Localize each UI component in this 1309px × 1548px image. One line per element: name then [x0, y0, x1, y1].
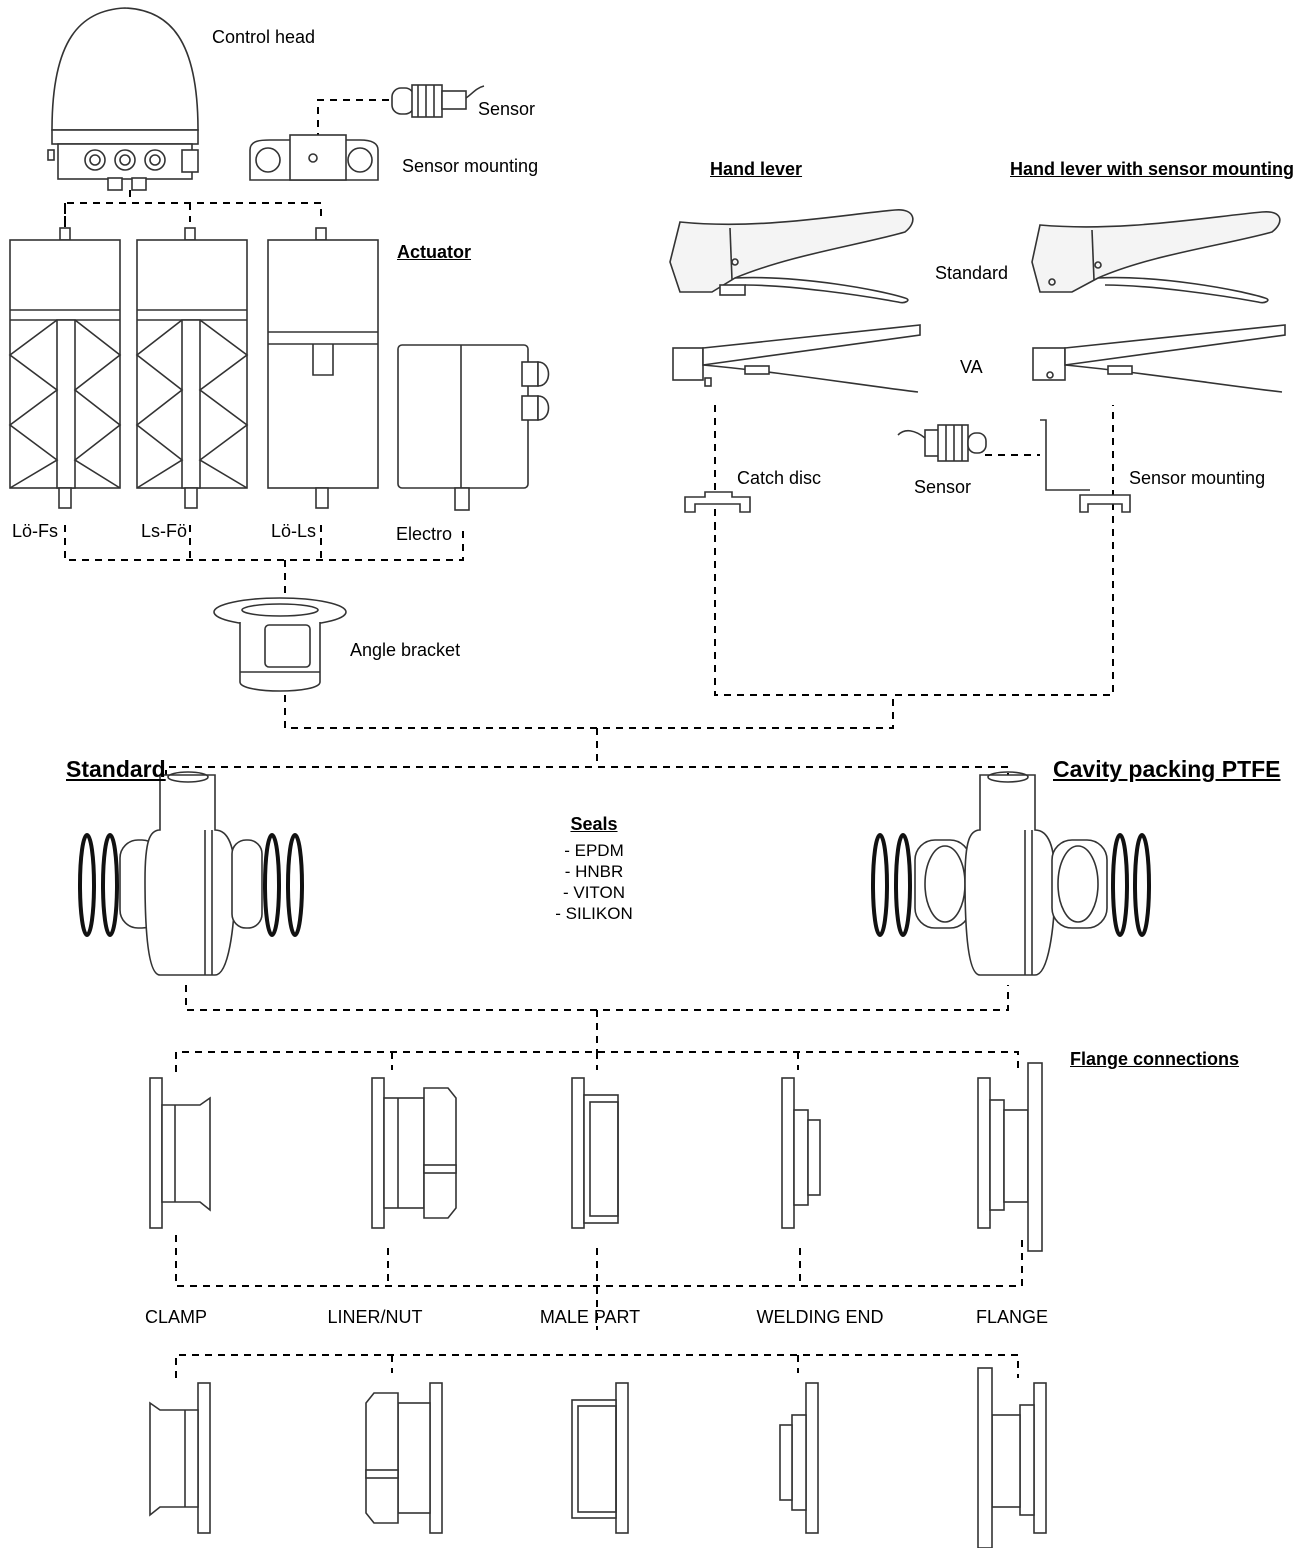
label-welding-end: WELDING END — [756, 1307, 884, 1327]
seal-item: - EPDM — [564, 841, 624, 860]
label-electro: Electro — [396, 524, 453, 544]
liner-nut-connection-top — [371, 1077, 457, 1229]
label-sensor-mounting-right: Sensor mounting — [1129, 468, 1266, 488]
sensor-mounting-icon — [249, 134, 379, 181]
actuator-ls-fo — [135, 227, 249, 509]
welding-end-connection-bottom — [779, 1382, 819, 1534]
label-catch-disc: Catch disc — [737, 468, 822, 488]
flange-connection-bottom — [977, 1367, 1047, 1548]
label-sensor-right: Sensor — [914, 477, 972, 497]
label-male-part: MALE PART — [539, 1307, 641, 1327]
flange-connection-top — [977, 1062, 1043, 1252]
label-angle-bracket: Angle bracket — [350, 640, 461, 660]
header-flange-connections: Flange connections — [1070, 1049, 1240, 1069]
label-flange: FLANGE — [975, 1307, 1049, 1327]
valve-body-standard — [78, 771, 304, 976]
label-sensor-mounting-top: Sensor mounting — [402, 156, 539, 176]
header-standard-body: Standard — [66, 756, 166, 782]
seal-item: - HNBR — [564, 862, 624, 881]
actuator-lo-fs — [8, 227, 122, 509]
hand-lever-va — [672, 324, 921, 393]
label-lo-ls: Lö-Ls — [271, 521, 317, 541]
connector-lines — [64, 99, 1114, 1378]
label-va: VA — [960, 357, 983, 377]
header-seals: Seals — [570, 814, 618, 834]
hand-lever-standard — [669, 209, 914, 304]
sensor-mounting-right-icon — [1040, 419, 1131, 513]
seals-list: - EPDM - HNBR - VITON - SILIKON — [555, 840, 632, 924]
sensor-right-icon — [897, 424, 987, 462]
catch-disc-icon — [684, 491, 751, 513]
actuator-electro — [397, 344, 550, 511]
header-hand-lever-with-sensor: Hand lever with sensor mounting — [1010, 159, 1295, 179]
control-head-icon — [47, 7, 199, 191]
header-actuator: Actuator — [397, 242, 472, 262]
clamp-connection-bottom — [149, 1382, 211, 1534]
label-control-head: Control head — [212, 27, 316, 47]
header-cavity-packing: Cavity packing PTFE — [1053, 756, 1281, 782]
valve-body-cavity — [871, 771, 1151, 976]
label-lo-fs: Lö-Fs — [12, 521, 59, 541]
hand-lever-sensor-va — [1032, 324, 1286, 393]
liner-nut-connection-bottom — [365, 1382, 443, 1534]
sensor-icon — [391, 84, 485, 118]
welding-end-connection-top — [781, 1077, 821, 1229]
seal-item: - VITON — [562, 883, 626, 902]
angle-bracket-icon — [213, 597, 347, 692]
label-liner-nut: LINER/NUT — [327, 1307, 423, 1327]
seal-item: - SILIKON — [555, 904, 633, 923]
label-standard-lever: Standard — [935, 263, 1009, 283]
label-ls-fo: Ls-Fö — [141, 521, 188, 541]
actuator-lo-ls — [267, 227, 379, 509]
male-part-connection-top — [571, 1077, 619, 1229]
hand-lever-sensor-standard — [1031, 211, 1281, 304]
label-clamp: CLAMP — [144, 1307, 208, 1327]
label-sensor-top: Sensor — [478, 99, 536, 119]
header-hand-lever: Hand lever — [710, 159, 803, 179]
clamp-connection-top — [149, 1077, 211, 1229]
male-part-connection-bottom — [571, 1382, 629, 1534]
